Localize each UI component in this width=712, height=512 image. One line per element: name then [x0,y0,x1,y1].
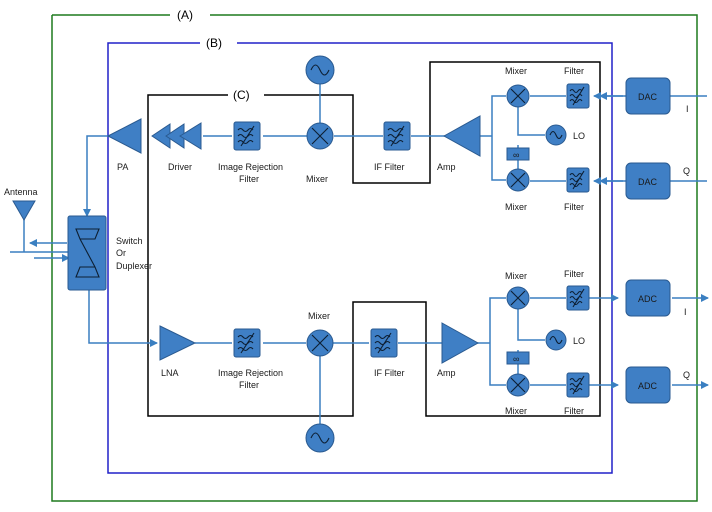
tx-dac-i-label: DAC [638,92,658,102]
rx-mixer-q-label: Mixer [505,406,527,416]
tx-filter-i: Filter [564,66,590,109]
rx-mixer-q: Mixer [505,373,530,416]
duplexer-io-arrows [10,218,70,262]
tx-pa-label: PA [117,162,128,172]
rx-mixer: Mixer [306,311,334,357]
rx-lna-amplifier: LNA [159,325,197,378]
tx-q-label: Q [683,166,690,176]
duplexer-block: Switch Or Duplexer [67,215,152,291]
tx-pa-amplifier: PA [106,118,142,172]
tx-phase-symbol: ∞ [513,150,519,160]
rx-adc-q: ADC [625,366,671,404]
rx-filter-q: Filter [564,372,590,416]
region-c-box: (C) [147,61,601,417]
rx-phase-symbol: ∞ [513,354,519,364]
tx-lo-label: LO [573,131,585,141]
antenna-label: Antenna [4,187,38,197]
tx-image-rejection-filter: Image Rejection Filter [218,121,283,184]
tx-mixer-i-label: Mixer [505,66,527,76]
rx-mixer-label: Mixer [308,311,330,321]
duplexer-label-1: Switch [116,236,143,246]
region-b-label: (B) [206,36,222,50]
rx-lo-label: LO [573,336,585,346]
tx-filter-q: Filter [564,167,590,212]
tx-driver-amplifier: Driver [151,122,202,172]
rx-q-label: Q [683,370,690,380]
rx-filter-i-label: Filter [564,269,584,279]
tx-imgrej-label-1: Image Rejection [218,162,283,172]
antenna-icon: Antenna [4,187,38,221]
tx-dac-q-label: DAC [638,177,658,187]
rx-lo-oscillator: LO [545,329,585,351]
tx-mixer: Mixer [306,122,334,184]
rx-image-rejection-filter: Image Rejection Filter [218,328,283,390]
tx-phase-shifter: ∞ [506,147,530,161]
duplexer-label-3: Duplexer [116,261,152,271]
rx-amp-label: Amp [437,368,456,378]
region-a-box: (A) [51,8,698,502]
rx-oscillator-icon [305,423,335,453]
tx-mixer-label: Mixer [306,174,328,184]
tx-imgrej-label-2: Filter [239,174,259,184]
rx-if-filter: IF Filter [370,328,405,378]
rx-adc-i-label: ADC [638,294,658,304]
tx-amp: Amp [437,115,481,172]
rx-filter-i: Filter [564,269,590,311]
rx-if-filter-label: IF Filter [374,368,405,378]
region-a-label: (A) [177,8,193,22]
tx-oscillator-icon [305,55,335,85]
region-b-box: (B) [107,36,613,474]
tx-mixer-q-label: Mixer [505,202,527,212]
tx-filter-i-label: Filter [564,66,584,76]
rx-imgrej-label-1: Image Rejection [218,368,283,378]
rx-lna-label: LNA [161,368,179,378]
duplexer-label-2: Or [116,248,126,258]
rx-adc-q-label: ADC [638,381,658,391]
rx-filter-q-label: Filter [564,406,584,416]
rx-phase-shifter: ∞ [506,351,530,365]
rx-imgrej-label-2: Filter [239,380,259,390]
tx-dac-q: DAC [625,162,671,200]
tx-lo-oscillator: LO [545,124,585,146]
region-c-label: (C) [233,88,250,102]
rx-wires [88,290,709,425]
tx-driver-label: Driver [168,162,192,172]
tx-mixer-q: Mixer [505,168,530,212]
rx-amp: Amp [437,322,480,378]
tx-if-filter-label: IF Filter [374,162,405,172]
tx-if-filter: IF Filter [374,121,411,172]
rx-adc-i: ADC [625,279,671,317]
tx-dac-i: DAC [625,77,671,115]
tx-mixer-i: Mixer [505,66,530,108]
tx-i-label: I [686,104,689,114]
rx-mixer-i: Mixer [505,271,530,310]
rx-mixer-i-label: Mixer [505,271,527,281]
rx-i-label: I [684,307,687,317]
tx-filter-q-label: Filter [564,202,584,212]
tx-amp-label: Amp [437,162,456,172]
